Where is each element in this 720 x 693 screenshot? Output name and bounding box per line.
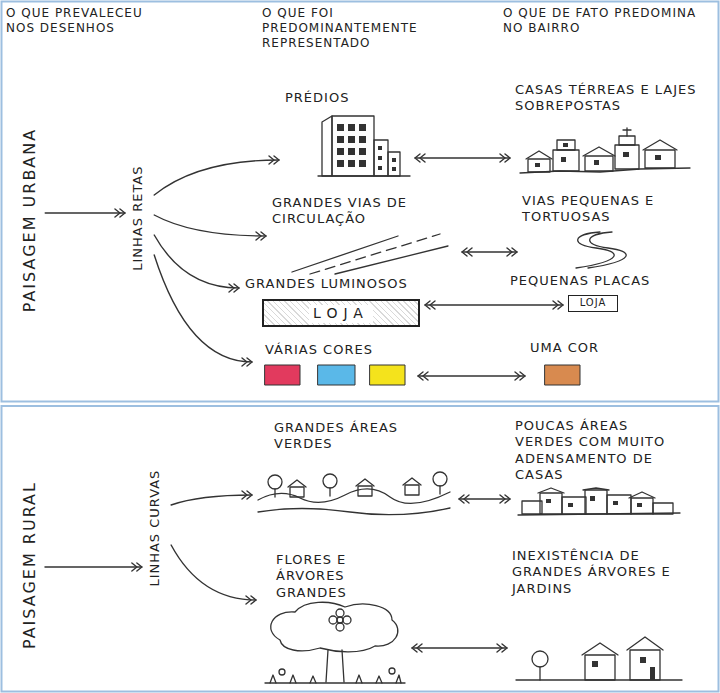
connector-arrow bbox=[45, 212, 125, 213]
column-heading: O QUE PREVALECEU NOS DESENHOS bbox=[6, 6, 146, 36]
text-node: GRANDES ÁREAS VERDES bbox=[258, 420, 454, 518]
node-text: POUCAS ÁREAS VERDES COM MUITO ADENSAMENT… bbox=[515, 418, 687, 483]
connector-arrow bbox=[154, 235, 239, 288]
connector-arrow bbox=[45, 566, 142, 567]
panel-frame bbox=[2, 2, 719, 402]
text-node: UMA COR bbox=[530, 340, 630, 388]
connector-arrow bbox=[415, 157, 510, 158]
node-text: LOJA bbox=[309, 305, 373, 323]
node-text: PEQUENAS PLACAS bbox=[510, 273, 705, 289]
sign-box: LOJA bbox=[568, 295, 618, 312]
green-hills-drawing bbox=[258, 472, 450, 515]
connector-arrow bbox=[154, 160, 279, 195]
node-text: INEXISTÊNCIA DE GRANDES ÁRVORES E JARDIN… bbox=[512, 548, 688, 597]
text-node: GRANDES VIAS DE CIRCULAÇÃO bbox=[272, 195, 457, 275]
connector-arrow bbox=[412, 647, 507, 648]
connector-arrow bbox=[171, 545, 256, 600]
node-text: FLORES E ÁRVORES GRANDES bbox=[276, 552, 394, 601]
node-text: PRÉDIOS bbox=[285, 90, 410, 106]
node-text: GRANDES ÁREAS VERDES bbox=[274, 420, 424, 453]
sign-box: LOJA bbox=[262, 299, 420, 327]
connector-arrow bbox=[425, 304, 563, 305]
node-text: LINHAS RETAS bbox=[130, 166, 146, 271]
text-node: PEQUENAS PLACAS bbox=[510, 273, 705, 289]
text-node: FLORES E ÁRVORES GRANDES bbox=[262, 552, 407, 686]
building-drawing bbox=[318, 116, 410, 176]
connector-arrow bbox=[154, 255, 252, 362]
column-heading: O QUE DE FATO PREDOMINA NO BAIRRO bbox=[503, 6, 708, 36]
node-text: PAISAGEM RURAL bbox=[20, 481, 40, 649]
connector-arrow bbox=[171, 495, 252, 505]
panel-frame bbox=[2, 406, 719, 692]
connector-arrow bbox=[154, 215, 266, 236]
text-node: PRÉDIOS bbox=[285, 90, 410, 178]
node-text: LOJA bbox=[572, 297, 614, 310]
small-tree-houses-drawing bbox=[516, 637, 682, 680]
vertical-label: PAISAGEM URBANA bbox=[20, 128, 40, 312]
winding-road-drawing bbox=[576, 232, 626, 268]
text-node: CASAS TÉRREAS E LAJES SOBREPOSTAS bbox=[515, 82, 697, 178]
node-text: VÁRIAS CORES bbox=[265, 342, 413, 358]
node-text: CASAS TÉRREAS E LAJES SOBREPOSTAS bbox=[515, 82, 697, 115]
dense-houses-drawing bbox=[518, 488, 680, 515]
node-text: PAISAGEM URBANA bbox=[20, 128, 40, 312]
houses-drawing bbox=[520, 128, 690, 173]
big-tree-drawing bbox=[265, 602, 405, 683]
connector-arrow bbox=[462, 251, 517, 252]
colour-swatches bbox=[265, 365, 580, 385]
text-node: INEXISTÊNCIA DE GRANDES ÁRVORES E JARDIN… bbox=[512, 548, 688, 682]
node-text: VIAS PEQUENAS E TORTUOSAS bbox=[522, 193, 672, 226]
vertical-label: LINHAS RETAS bbox=[130, 166, 146, 271]
connector-arrow bbox=[418, 375, 525, 376]
column-heading: O QUE FOI PREDOMINANTEMENTE REPRESENTADO bbox=[262, 6, 432, 51]
node-text: GRANDES VIAS DE CIRCULAÇÃO bbox=[272, 195, 452, 228]
roads-drawing bbox=[292, 234, 448, 274]
text-node: GRANDES LUMINOSOS bbox=[245, 276, 457, 292]
node-text: LINHAS CURVAS bbox=[147, 470, 163, 587]
node-text: UMA COR bbox=[530, 340, 630, 356]
node-text: GRANDES LUMINOSOS bbox=[245, 276, 457, 292]
connector-arrow bbox=[459, 498, 510, 499]
text-node: VIAS PEQUENAS E TORTUOSAS bbox=[522, 193, 672, 269]
text-node: VÁRIAS CORES bbox=[258, 342, 413, 388]
text-node: POUCAS ÁREAS VERDES COM MUITO ADENSAMENT… bbox=[515, 418, 687, 518]
vertical-label: PAISAGEM RURAL bbox=[20, 481, 40, 649]
vertical-label: LINHAS CURVAS bbox=[147, 470, 163, 587]
